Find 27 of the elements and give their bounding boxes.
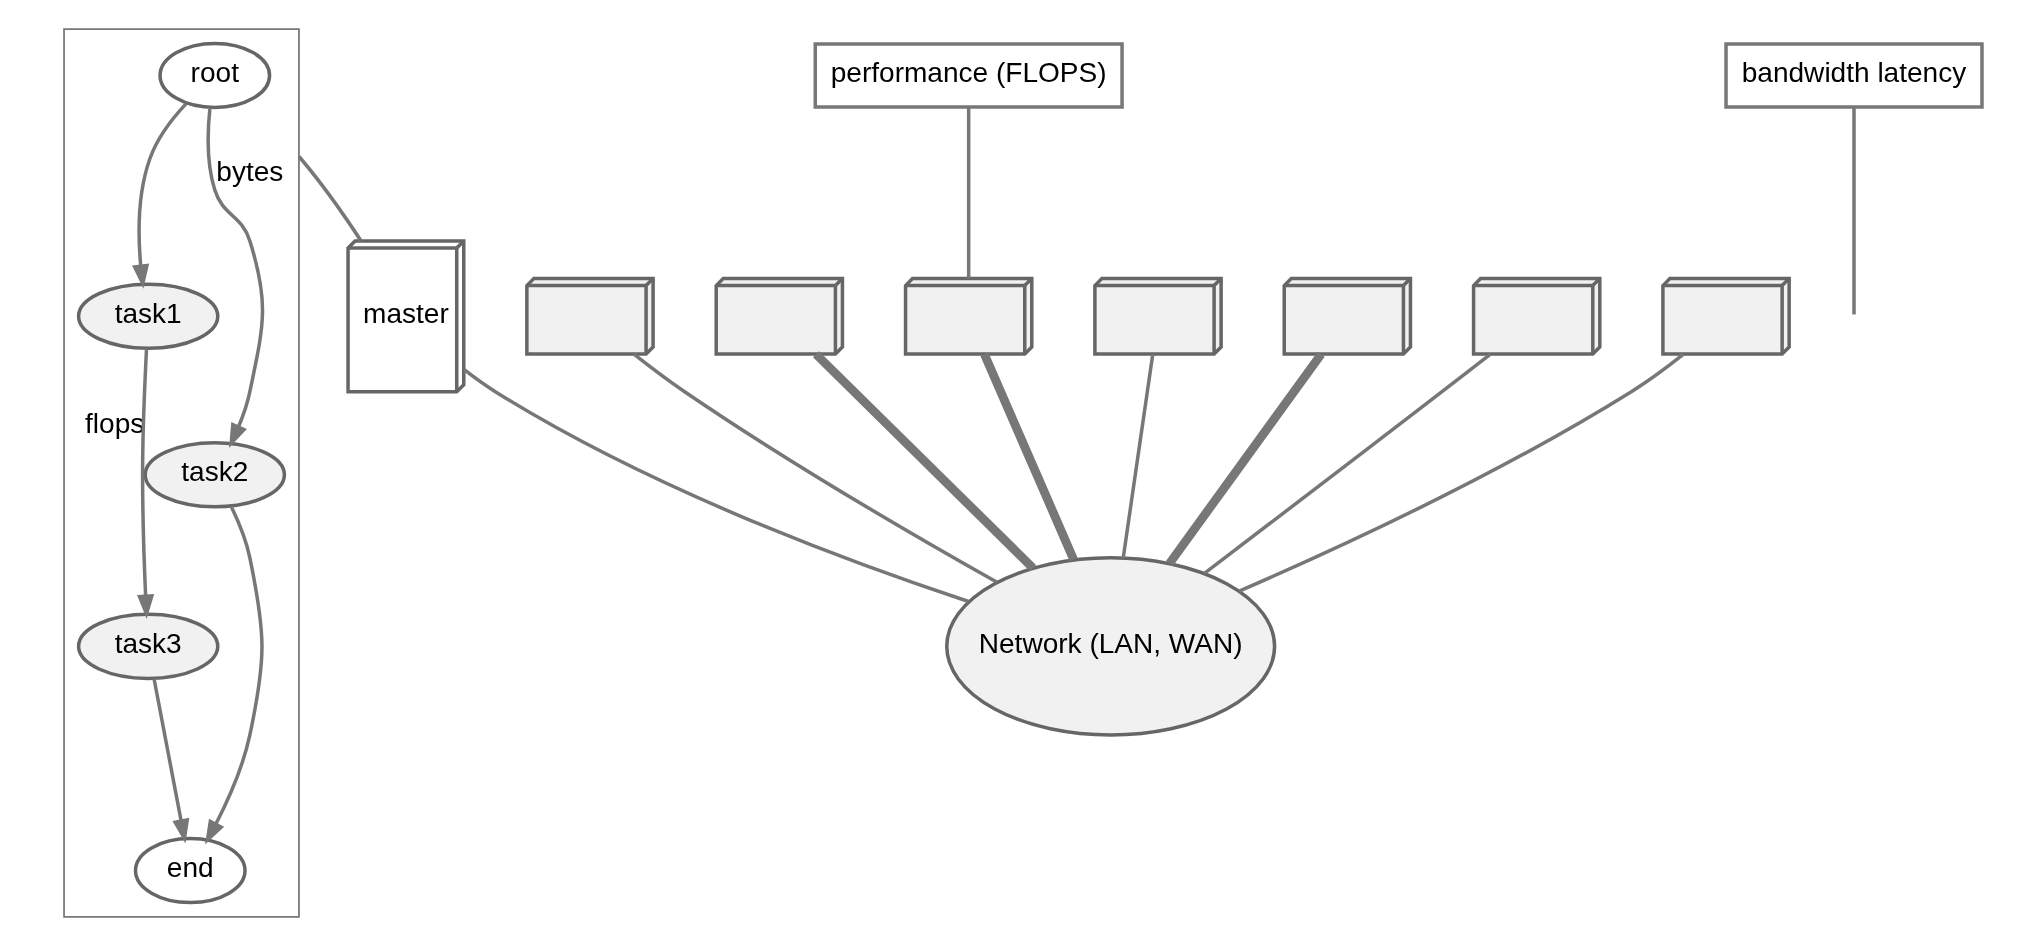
connector bbox=[1165, 351, 1325, 567]
connector bbox=[1202, 352, 1492, 575]
connector bbox=[812, 351, 1036, 572]
node-ellipse: root bbox=[157, 41, 271, 110]
node-box: performance (FLOPS) bbox=[813, 42, 1124, 109]
arrow bbox=[131, 102, 187, 289]
connector bbox=[632, 352, 998, 584]
connector bbox=[979, 352, 1078, 562]
connector bbox=[966, 107, 970, 279]
connector bbox=[1121, 354, 1154, 559]
connector bbox=[462, 368, 969, 604]
arrow bbox=[136, 348, 154, 620]
connector bbox=[1851, 107, 1856, 315]
node-ellipse: task2 bbox=[142, 440, 286, 509]
node-box: bandwidth latency bbox=[1723, 42, 1984, 109]
connector bbox=[297, 155, 362, 242]
node-label: flops bbox=[84, 408, 144, 440]
cluster bbox=[62, 28, 300, 918]
node-ellipse: Network (LAN, WAN) bbox=[944, 556, 1276, 737]
connector bbox=[1238, 352, 1685, 593]
node-ellipse: end bbox=[133, 836, 247, 905]
node-ellipse: task3 bbox=[76, 612, 220, 681]
arrow bbox=[204, 505, 264, 845]
edge-label: bytes bbox=[215, 155, 283, 187]
arrow bbox=[205, 107, 264, 448]
arrow bbox=[151, 678, 189, 844]
node-ellipse: task1 bbox=[76, 282, 220, 351]
